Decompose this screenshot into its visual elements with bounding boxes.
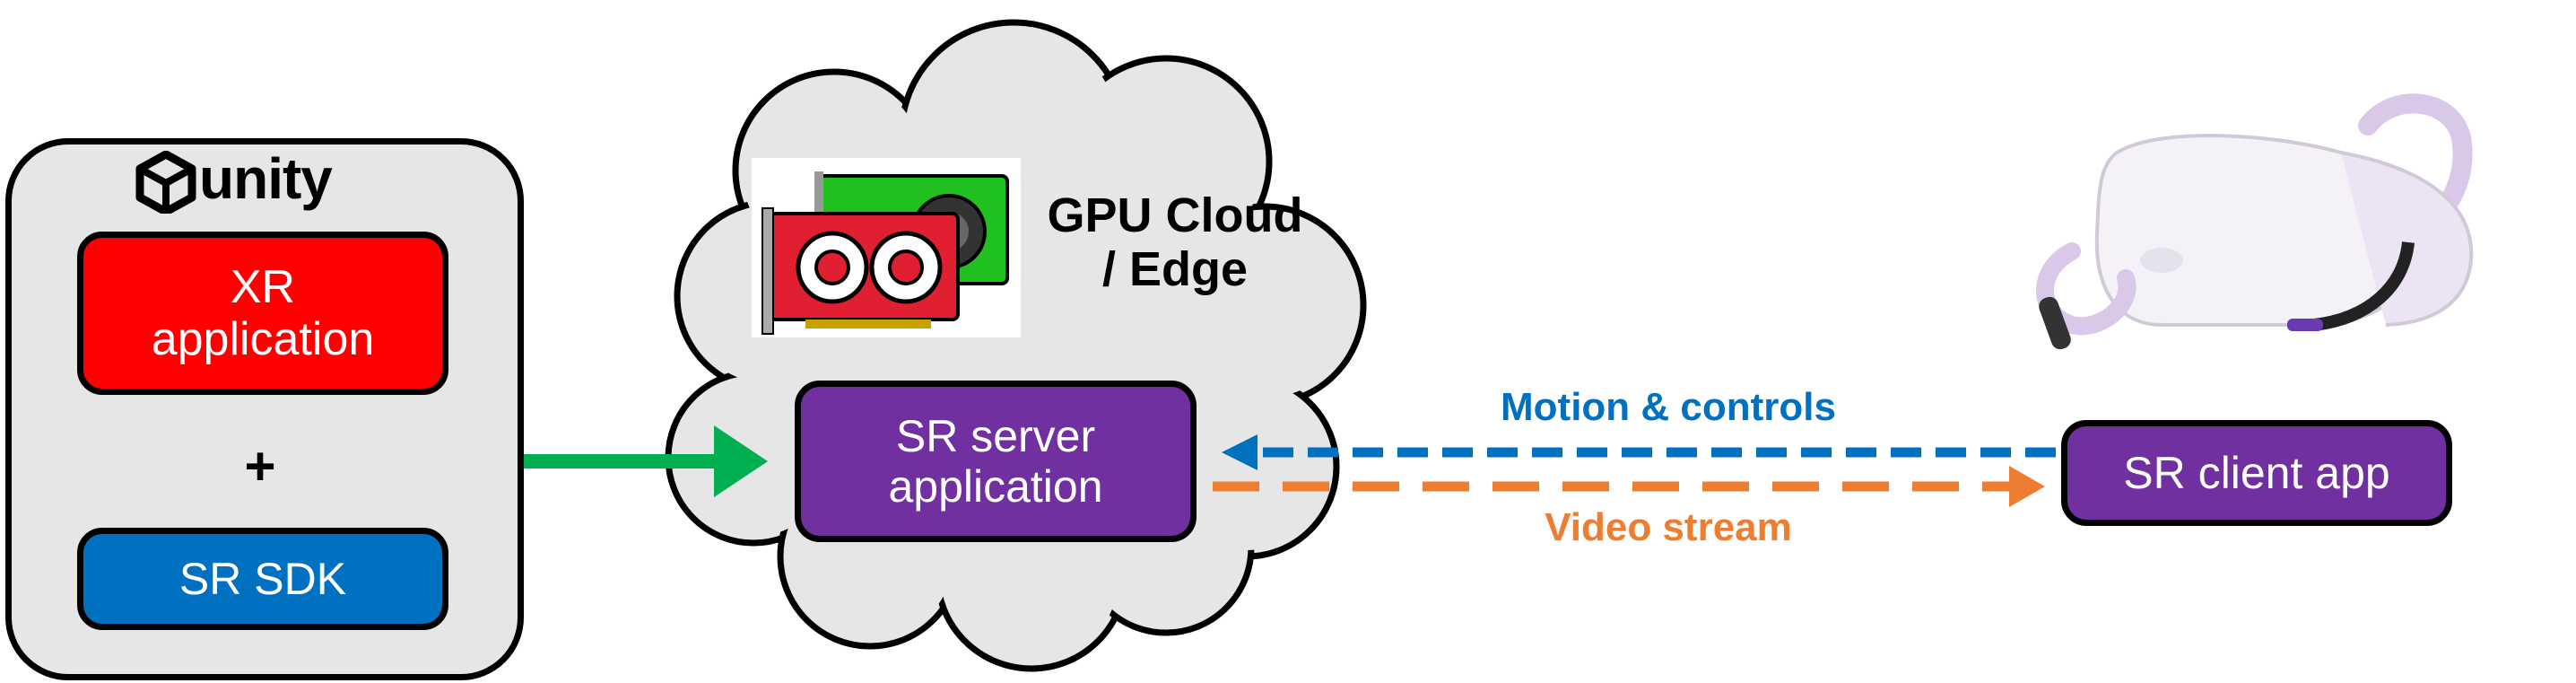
xr-application-box: XR application [77,232,448,395]
video-stream-label: Video stream [1545,505,1792,550]
unity-logo-text: unity [199,146,333,212]
motion-controls-label: Motion & controls [1501,385,1836,430]
sr-sdk-box: SR SDK [77,528,448,630]
sr-server-box: SR server application [795,381,1197,542]
sr-client-app-box: SR client app [2061,420,2452,526]
cloud-title: GPU Cloud / Edge [1047,188,1303,296]
vr-headset-icon [2036,93,2474,350]
gpu-cards-icon [752,158,1021,337]
unity-cube-icon [135,151,196,214]
plus-sign: + [244,436,276,497]
cloud-shape [665,19,1367,672]
